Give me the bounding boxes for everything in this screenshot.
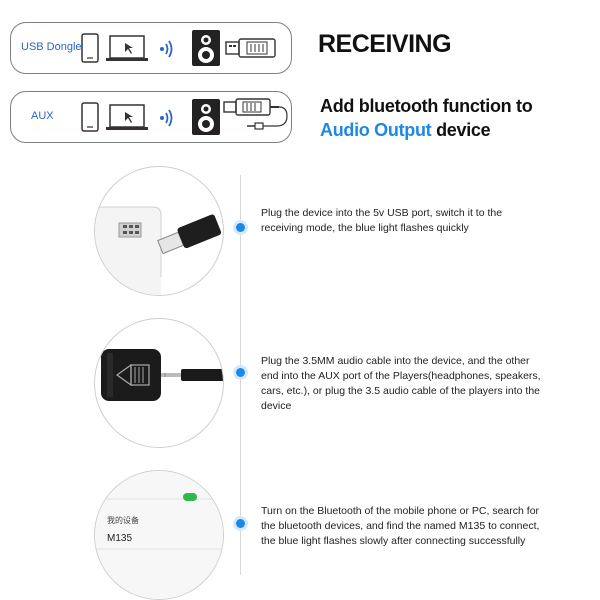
speaker-icon	[192, 99, 220, 135]
usb-dongle-icon	[225, 38, 276, 58]
my-devices-label: 我的设备	[107, 516, 139, 525]
dongle-with-aux-plug-icon	[101, 349, 223, 401]
usb-port-illustration	[94, 166, 224, 296]
receiving-heading: RECEIVING	[318, 30, 452, 58]
function-line-1: Add bluetooth function to	[320, 96, 533, 116]
bluetooth-wave-icon	[160, 109, 173, 127]
bluetooth-wave-icon	[160, 40, 173, 58]
aux-cable-illustration	[94, 318, 224, 448]
function-description: Add bluetooth function to Audio Output d…	[320, 94, 590, 142]
step-3-marker	[236, 519, 245, 528]
step-3-text: Turn on the Bluetooth of the mobile phon…	[261, 505, 540, 547]
device-name-m135[interactable]: M135	[107, 533, 133, 544]
speaker-icon	[192, 30, 220, 66]
step-1-marker	[236, 223, 245, 232]
aux-mode-panel: AUX	[10, 91, 292, 143]
function-line-2: Audio Output device	[320, 118, 590, 142]
step-2-text: Plug the 3.5MM audio cable into the devi…	[261, 355, 541, 412]
laptop-icon	[106, 104, 148, 130]
step-2-marker	[236, 368, 245, 377]
device-word: device	[431, 120, 491, 140]
phone-icon	[81, 102, 99, 132]
usb-dongle-label: USB Dongle	[21, 41, 82, 53]
step-1-text: Plug the device into the 5v USB port, sw…	[261, 207, 503, 234]
toggle-on-icon	[183, 493, 197, 501]
phone-icon	[81, 33, 99, 63]
audio-output-highlight: Audio Output	[320, 120, 432, 140]
usb-dongle-mode-panel: USB Dongle	[10, 22, 292, 74]
bluetooth-list-illustration: 我的设备 M135	[94, 470, 224, 600]
aux-cable-dongle-icon	[223, 98, 288, 130]
usb-plug-icon	[95, 206, 222, 295]
aux-label: AUX	[31, 110, 54, 122]
phone-screen-background	[95, 471, 223, 599]
laptop-icon	[106, 35, 148, 61]
